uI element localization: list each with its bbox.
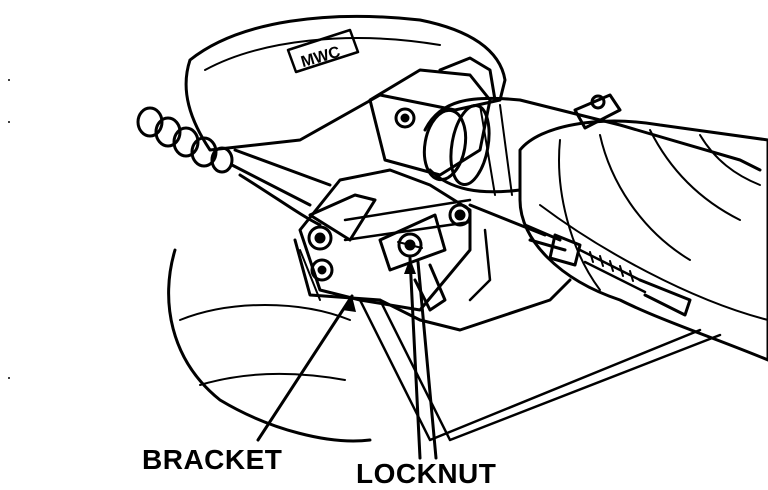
svg-text:MWC: MWC <box>299 44 343 71</box>
locknut-label: LOCKNUT <box>356 458 497 489</box>
intake-boot <box>423 96 762 172</box>
housing-logo: MWC <box>286 28 360 74</box>
throttle-linkage <box>298 168 492 312</box>
locknut-leader-b <box>416 260 438 460</box>
throttle-body-housing <box>368 68 492 177</box>
bracket-label: BRACKET <box>142 444 283 475</box>
locknut <box>397 232 423 258</box>
accelerator-cable <box>136 106 332 227</box>
bracket-leader <box>256 294 354 442</box>
intake-housing <box>184 14 507 152</box>
engine-base <box>167 248 372 443</box>
throttle-cable <box>468 203 692 317</box>
hose-clamp <box>573 93 622 130</box>
bracket <box>293 238 572 332</box>
locknut-leader-a <box>408 256 422 460</box>
